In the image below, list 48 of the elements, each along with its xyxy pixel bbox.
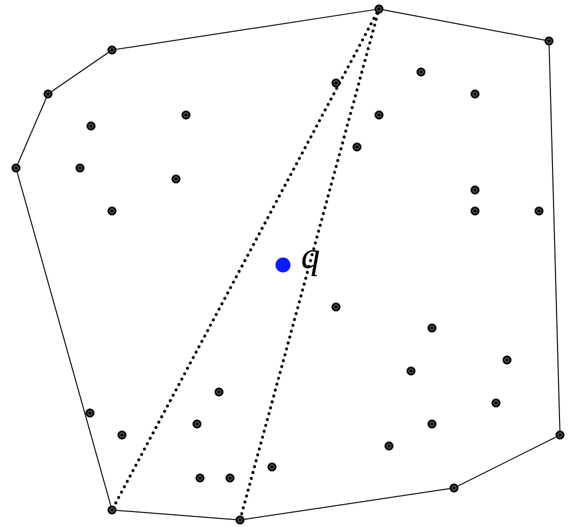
point	[374, 110, 384, 120]
point	[86, 122, 96, 130]
point	[108, 506, 116, 514]
point-label: q	[301, 237, 320, 275]
point	[374, 4, 384, 14]
hull-edge	[116, 510, 236, 520]
hull-edge	[51, 52, 109, 92]
hull-edge	[548, 45, 560, 431]
dotted-line	[240, 12, 380, 518]
point	[236, 516, 244, 524]
point	[332, 78, 340, 88]
point	[384, 442, 394, 450]
point	[416, 68, 426, 76]
point	[450, 484, 458, 492]
point	[118, 430, 126, 440]
hull-edge	[382, 9, 546, 41]
point	[108, 206, 116, 216]
point	[196, 474, 204, 482]
point	[226, 474, 234, 482]
point	[544, 36, 554, 46]
point	[332, 302, 340, 312]
point	[172, 174, 180, 184]
hull-edge	[16, 172, 112, 506]
point	[470, 90, 480, 98]
hull-edge	[17, 98, 47, 164]
point	[108, 46, 116, 54]
point	[44, 90, 52, 98]
point	[534, 206, 544, 216]
query-point	[276, 258, 290, 272]
hull-edge	[458, 436, 556, 486]
point	[492, 398, 500, 408]
hull-edge	[116, 9, 376, 50]
point	[12, 164, 20, 172]
point	[76, 164, 84, 172]
point	[502, 356, 512, 364]
point	[470, 186, 480, 194]
hull-edge	[244, 488, 450, 520]
point	[428, 324, 436, 332]
point	[406, 366, 416, 376]
point	[352, 142, 362, 152]
point	[268, 462, 276, 472]
point	[556, 430, 564, 440]
point	[214, 388, 224, 396]
point	[470, 206, 480, 216]
point	[428, 420, 436, 428]
point	[182, 110, 190, 120]
point	[86, 408, 94, 418]
point	[192, 420, 202, 428]
